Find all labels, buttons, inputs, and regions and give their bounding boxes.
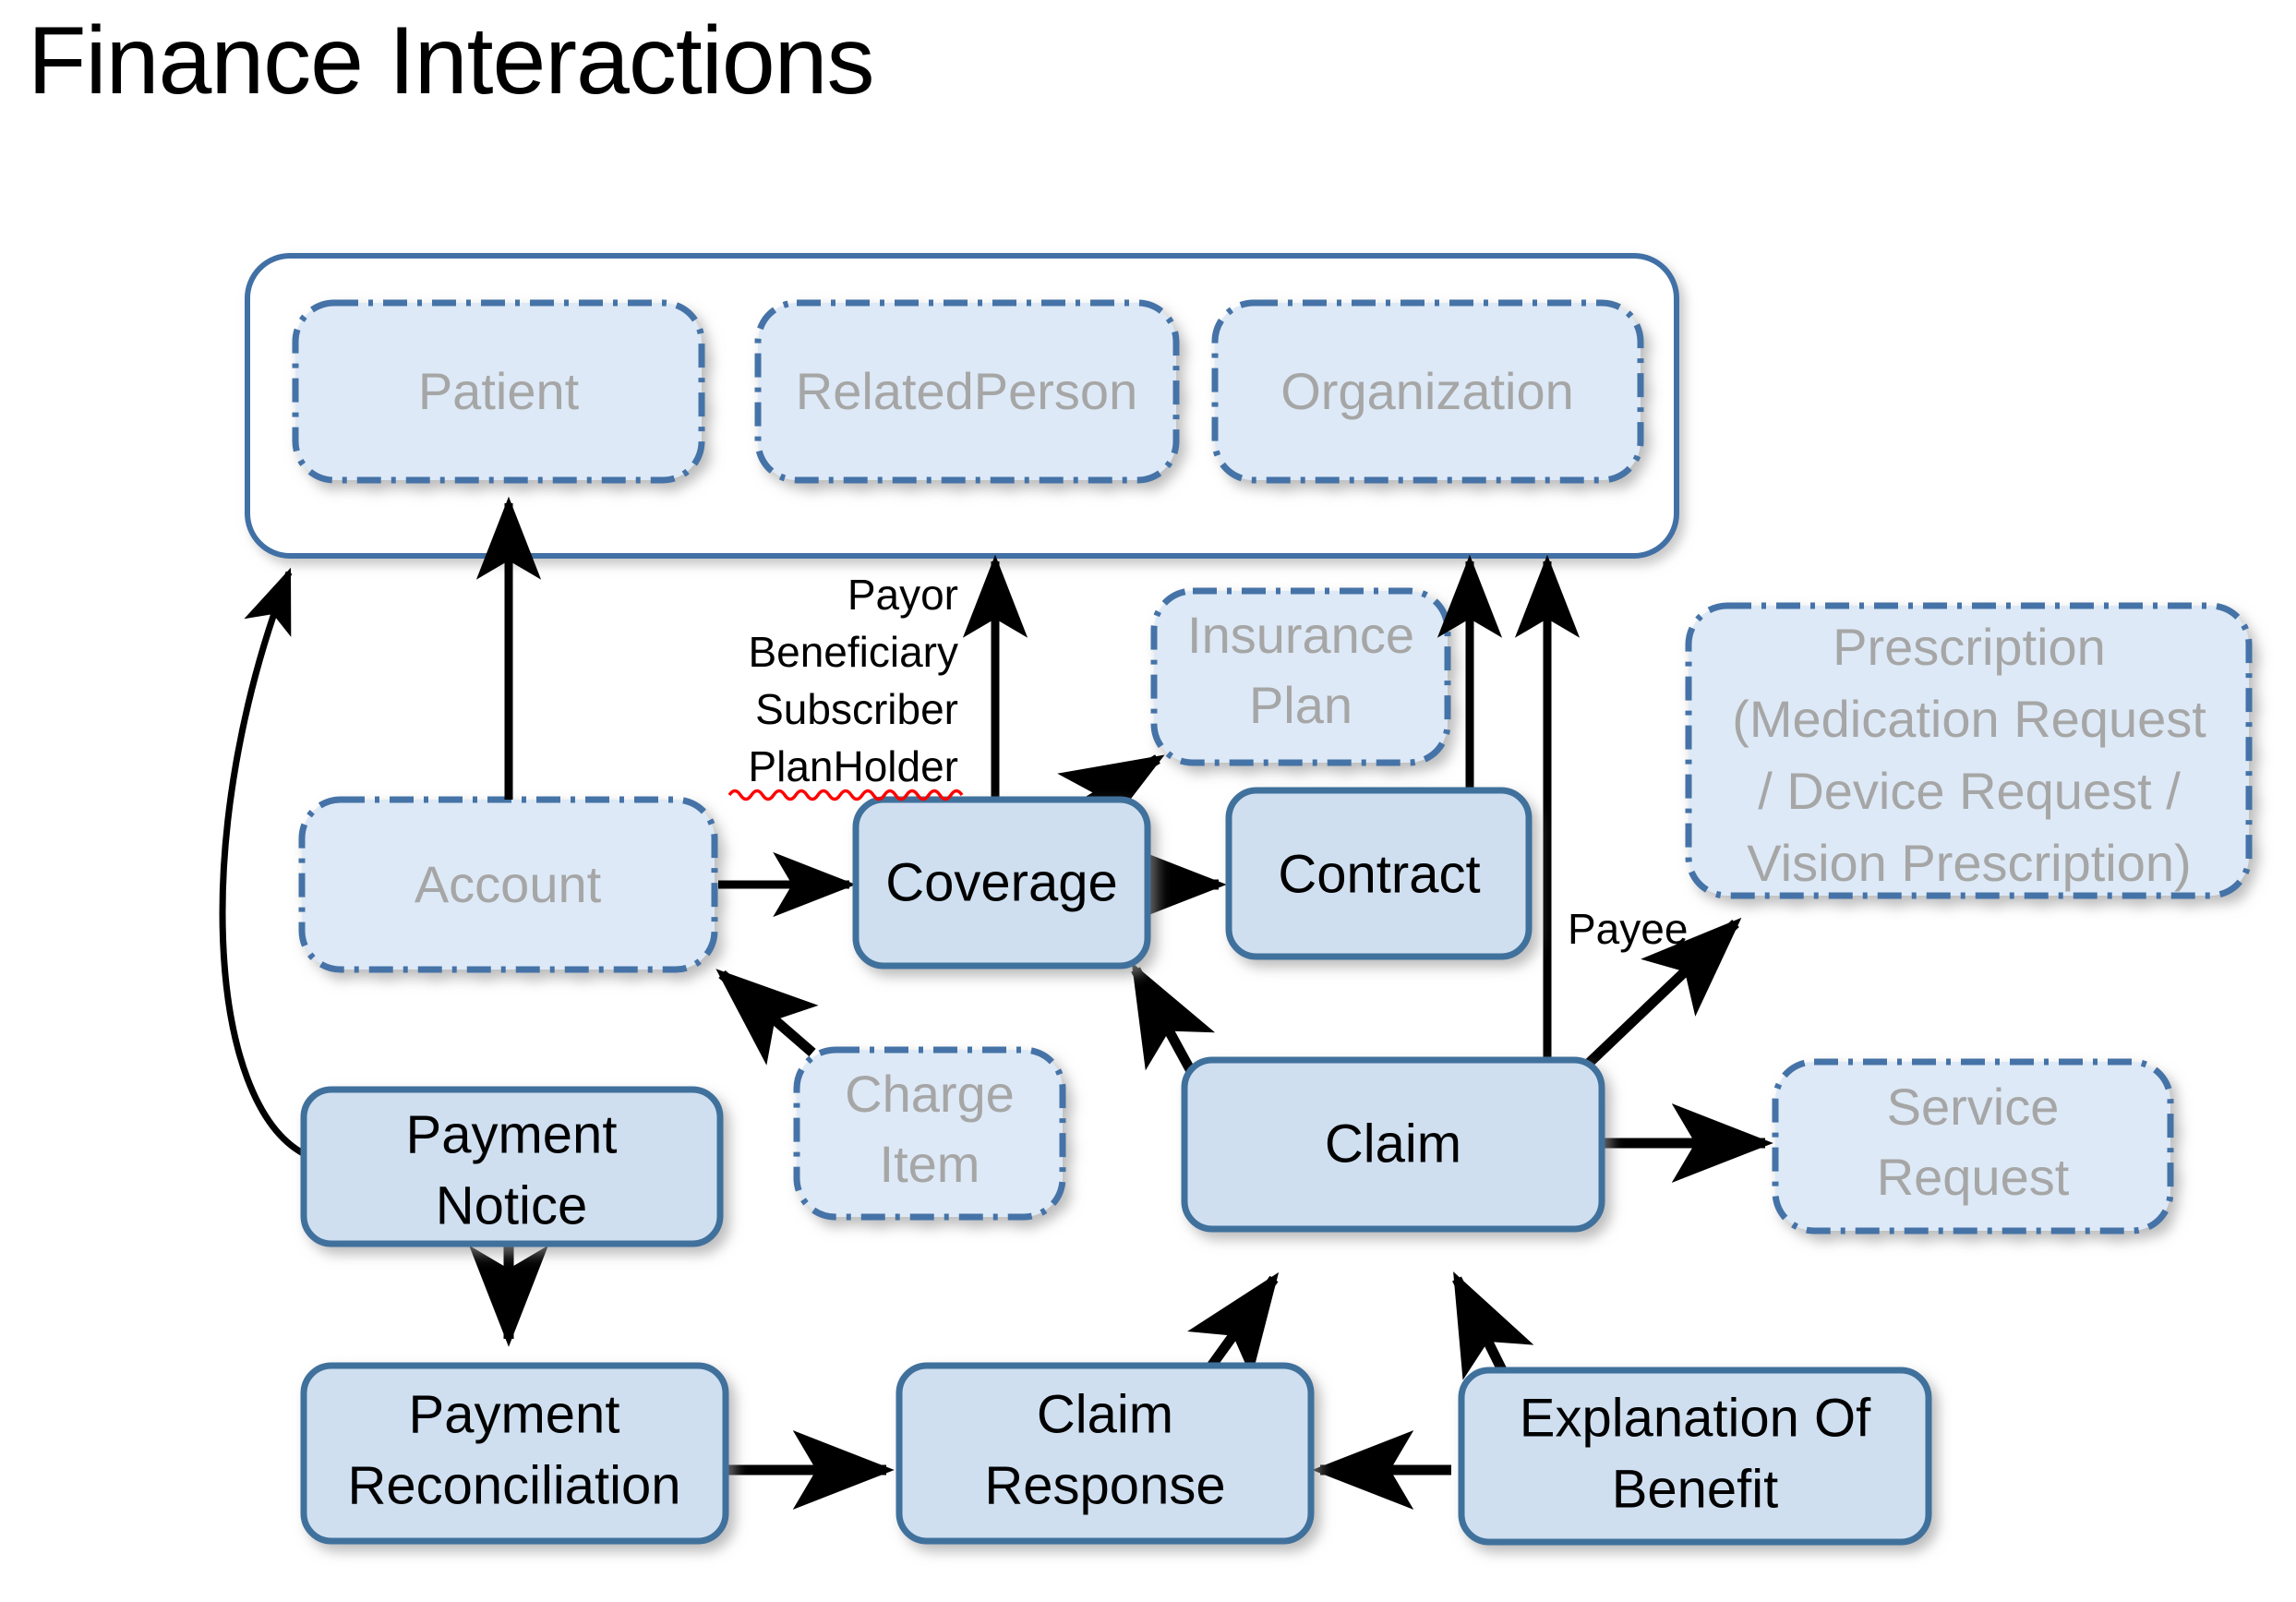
node-contract-shape <box>1225 787 1533 960</box>
edge-charge-item-to-account <box>715 969 819 1066</box>
node-payment-reconciliation-shape <box>300 1362 729 1545</box>
spellcheck-squiggle-icon <box>727 789 964 801</box>
node-organization-label: Organization <box>1280 362 1574 420</box>
node-patient[interactable]: Patient <box>292 299 705 484</box>
node-claim-response[interactable]: Claim Response <box>896 1362 1315 1545</box>
node-organization-shape <box>1211 299 1644 484</box>
node-claim-label: Claim <box>1325 1114 1461 1174</box>
node-charge-item-label-2: Item <box>880 1135 980 1193</box>
node-prescription-label-1: Prescription <box>1833 618 2106 676</box>
node-account-label: Account <box>415 855 602 913</box>
node-prescription-label-3: / Device Request / <box>1758 762 2181 820</box>
node-service-request-label-1: Service <box>1887 1078 2060 1136</box>
node-payment-reconciliation[interactable]: Payment Reconciliation <box>300 1362 729 1545</box>
node-charge-item-shape <box>793 1046 1066 1221</box>
node-claim-response-shape <box>896 1362 1315 1545</box>
node-charge-item-label-1: Charge <box>845 1065 1015 1123</box>
node-explanation-of-benefit-shape <box>1458 1367 1932 1546</box>
node-patient-shape <box>292 299 705 484</box>
node-contract-label: Contract <box>1278 844 1480 904</box>
edge-label-payor-group: Payor Beneficiary Subscriber PlanHolder <box>727 571 964 801</box>
edge-label-subscriber: Subscriber <box>755 685 958 733</box>
node-patient-label: Patient <box>418 362 580 420</box>
edge-claim-to-coverage <box>1131 962 1216 1074</box>
node-claim[interactable]: Claim <box>1181 1056 1605 1233</box>
node-service-request-shape <box>1772 1058 2174 1235</box>
edge-payment-notice-to-actors <box>219 567 307 1158</box>
edge-label-beneficiary: Beneficiary <box>748 628 958 676</box>
page-title: Finance Interactions <box>28 7 875 114</box>
node-payment-notice[interactable]: Payment Notice <box>300 1086 724 1247</box>
node-claim-response-label-2: Response <box>984 1455 1225 1515</box>
edge-label-payor: Payor <box>847 571 958 619</box>
node-payment-notice-shape <box>300 1086 724 1247</box>
node-organization[interactable]: Organization <box>1211 299 1644 484</box>
node-claim-response-label-1: Claim <box>1037 1384 1173 1444</box>
node-insurance-plan-label-1: Insurance <box>1187 606 1414 664</box>
node-payment-reconciliation-label-1: Payment <box>409 1384 620 1444</box>
node-prescription-label-2: (Medication Request <box>1732 690 2206 748</box>
node-related-person-shape <box>754 299 1180 484</box>
node-coverage[interactable]: Coverage <box>852 796 1151 970</box>
node-coverage-shape <box>852 796 1151 970</box>
node-prescription-label-4: Vision Prescription) <box>1747 834 2191 892</box>
node-charge-item[interactable]: Charge Item <box>793 1046 1066 1221</box>
node-insurance-plan[interactable]: Insurance Plan <box>1150 587 1451 766</box>
node-contract[interactable]: Contract <box>1225 787 1533 960</box>
node-payment-reconciliation-label-2: Reconciliation <box>347 1455 680 1515</box>
node-explanation-of-benefit-label-2: Benefit <box>1612 1459 1779 1519</box>
node-prescription-shape <box>1685 602 2253 899</box>
edge-claim-to-prescription <box>1577 917 1742 1075</box>
node-account[interactable]: Account <box>298 796 718 973</box>
node-prescription[interactable]: Prescription (Medication Request / Devic… <box>1685 602 2253 899</box>
edge-label-payee: Payee <box>1568 905 1688 953</box>
node-payment-notice-label-2: Notice <box>436 1175 587 1235</box>
node-claim-shape <box>1181 1056 1605 1233</box>
node-explanation-of-benefit[interactable]: Explanation Of Benefit <box>1458 1367 1932 1546</box>
edge-label-planholder: PlanHolder <box>748 742 958 790</box>
node-related-person-label: RelatedPerson <box>796 362 1137 420</box>
node-related-person[interactable]: RelatedPerson <box>754 299 1180 484</box>
node-coverage-label: Coverage <box>885 852 1117 912</box>
node-service-request[interactable]: Service Request <box>1772 1058 2174 1235</box>
node-insurance-plan-shape <box>1150 587 1451 766</box>
diagram-edges <box>219 496 1773 1510</box>
node-explanation-of-benefit-label-1: Explanation Of <box>1520 1388 1871 1448</box>
node-service-request-label-2: Request <box>1877 1148 2070 1206</box>
node-payment-notice-label-1: Payment <box>406 1104 618 1164</box>
node-insurance-plan-label-2: Plan <box>1249 676 1352 734</box>
